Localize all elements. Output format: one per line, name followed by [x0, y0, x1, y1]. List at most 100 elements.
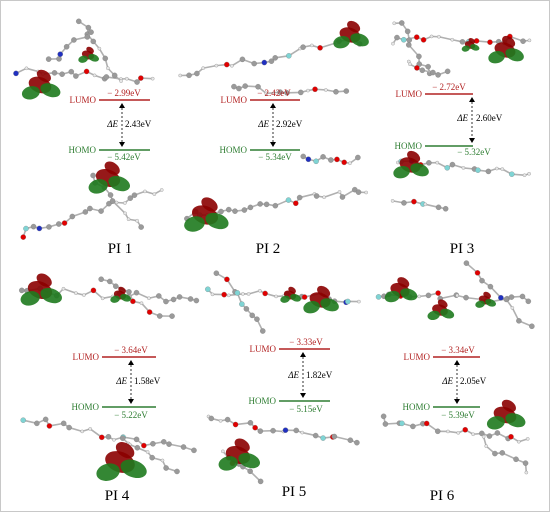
oxygen-atom [90, 287, 97, 294]
orbital-lobe [505, 413, 526, 428]
hydrogen-atom [527, 38, 532, 43]
hydrogen-atom [139, 301, 144, 305]
nitrogen-atom [13, 70, 19, 77]
carbon-atom [257, 428, 264, 434]
gap-arrowhead-up [119, 103, 125, 108]
oxygen-atom [252, 424, 258, 431]
gap-arrowhead-up [454, 360, 460, 365]
carbon-atom [401, 200, 407, 206]
delta-e-label: ΔE [441, 376, 453, 386]
carbon-atom [102, 55, 109, 62]
carbon-atom [355, 189, 362, 195]
carbon-atom [45, 56, 52, 62]
gap-value: 2.92eV [276, 119, 303, 129]
lumo-label: LUMO [73, 352, 100, 362]
carbon-atom [231, 83, 237, 90]
hydrogen-atom [364, 190, 368, 195]
gap-value: 2.05eV [460, 376, 487, 386]
carbon-atom [224, 416, 231, 423]
carbon-atom [107, 278, 113, 285]
gap-arrowhead-down [469, 138, 475, 143]
carbon-atom [416, 53, 422, 60]
hydrogen-atom [306, 88, 310, 93]
hydrogen-atom [524, 470, 529, 475]
hydrogen-atom [92, 73, 97, 78]
homo-energy: − 5.15eV [289, 404, 323, 414]
oxygen-atom [46, 423, 53, 429]
carbon-atom [320, 154, 326, 160]
fluorine-atom [320, 435, 326, 441]
oxygen-atom [414, 65, 420, 71]
carbon-atom [263, 201, 270, 208]
carbon-atom [176, 294, 183, 300]
gap-arrowhead-down [270, 142, 276, 147]
lumo-label: LUMO [221, 95, 248, 105]
carbon-atom [260, 328, 266, 334]
carbon-atom [354, 439, 360, 446]
panel-pi2: LUMO − 2.42eV ΔE 2.92eV HOMO − 5.34eV PI… [219, 88, 302, 257]
oxygen-atom [224, 276, 230, 283]
carbon-atom [247, 204, 254, 211]
lumo-label: LUMO [404, 352, 431, 362]
carbon-atom [46, 224, 52, 230]
gap-arrowhead-up [300, 352, 306, 357]
nitrogen-atom [57, 51, 63, 57]
hydrogen-atom [97, 46, 102, 51]
oxygen-atom [61, 220, 68, 226]
panel-pi6: LUMO − 3.34eV ΔE 2.05eV HOMO − 5.39eV PI… [402, 345, 486, 504]
oxygen-atom [293, 200, 299, 206]
delta-e-label: ΔE [106, 119, 118, 129]
molecule-layer [13, 18, 535, 485]
orbital-lobe [461, 45, 470, 52]
fluorine-atom [313, 158, 319, 165]
panel-title: PI 4 [105, 488, 130, 504]
hydrogen-atom [357, 299, 361, 304]
carbon-atom [434, 428, 441, 435]
orbital-lobe [483, 291, 491, 299]
orbital-lobe [350, 33, 369, 47]
gap-value: 2.43eV [125, 119, 152, 129]
homo-label: HOMO [68, 145, 96, 155]
hydrogen-atom [337, 190, 342, 194]
orbital-lobe [88, 53, 99, 62]
carbon-atom [71, 37, 77, 43]
hydrogen-atom [112, 438, 116, 442]
lumo-energy: − 2.99eV [107, 88, 141, 98]
orbital-lobe [288, 286, 296, 294]
carbon-atom [463, 294, 469, 301]
carbon-atom [435, 204, 442, 211]
oxygen-atom [99, 434, 105, 441]
orbital-lobe [333, 36, 350, 49]
bond [438, 35, 453, 41]
hydrogen-atom [392, 21, 396, 26]
carbon-atom [63, 44, 70, 50]
hydrogen-atom [481, 435, 486, 439]
carbon-atom [519, 293, 526, 300]
orbital-lobe [486, 416, 505, 430]
nitrogen-atom [261, 59, 268, 66]
carbon-atom [213, 270, 220, 276]
carbon-atom [485, 168, 492, 175]
hydrogen-atom [429, 34, 434, 39]
orbital-lobe [410, 163, 429, 177]
carbon-atom [194, 70, 200, 77]
carbon-atom [241, 207, 248, 213]
delta-e-label: ΔE [456, 113, 468, 123]
orbital-lobe [201, 197, 218, 212]
oxygen-atom [301, 294, 308, 300]
oxygen-atom [146, 309, 153, 315]
carbon-atom [60, 420, 67, 427]
lumo-energy: − 2.42eV [257, 88, 291, 98]
orbital-lobe [40, 287, 62, 304]
carbon-atom [529, 323, 535, 330]
carbon-atom [109, 198, 116, 204]
carbon-atom [257, 201, 263, 207]
carbon-atom [516, 318, 522, 324]
bond [112, 200, 126, 214]
lumo-label: LUMO [70, 95, 97, 105]
orbital-lobe [88, 179, 108, 194]
oxygen-atom [413, 34, 420, 40]
panel-title: PI 3 [450, 241, 475, 257]
carbon-atom [508, 294, 515, 300]
carbon-atom [85, 24, 92, 31]
